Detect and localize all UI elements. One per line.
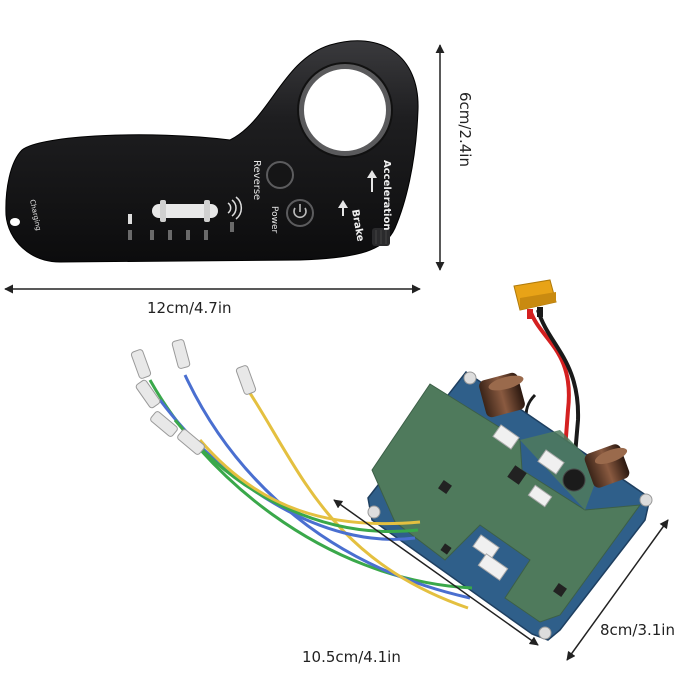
wire-terminal <box>177 429 205 455</box>
brake-arrow-icon <box>338 200 348 216</box>
mount-hole <box>463 371 477 385</box>
controller-board <box>367 279 653 641</box>
chip <box>438 480 452 494</box>
power-label: Power <box>269 206 279 234</box>
mount-hole <box>639 493 653 507</box>
wire-terminal <box>235 365 257 395</box>
reverse-button[interactable] <box>266 161 294 189</box>
wire-terminal <box>150 411 178 437</box>
battery-indicator-icon <box>128 214 234 240</box>
board-length-label: 10.5cm/4.1in <box>302 648 401 666</box>
board-width-label: 8cm/3.1in <box>600 621 675 639</box>
reverse-label: Reverse <box>251 160 262 200</box>
chip <box>507 465 527 485</box>
board-width-dimension: 8cm/3.1in <box>566 519 675 661</box>
wire-terminal <box>130 349 152 379</box>
thumb-hole <box>298 63 392 157</box>
remote-control: Charging Reverse Power Acceleration Brak… <box>5 40 419 263</box>
jst-connector <box>537 449 565 475</box>
wire-terminal <box>135 379 161 409</box>
remote-height-label: 6cm/2.4in <box>456 92 474 167</box>
skateboard-icon <box>152 200 218 222</box>
wire-terminal <box>171 339 191 369</box>
capacitor <box>584 444 630 488</box>
chip <box>553 583 567 597</box>
remote-width-label: 12cm/4.7in <box>147 299 232 317</box>
capacitor <box>479 372 525 418</box>
jst-connector <box>492 424 520 450</box>
remote-width-dimension: 12cm/4.7in <box>4 284 421 317</box>
mount-hole <box>538 626 552 640</box>
acceleration-label: Acceleration <box>381 160 392 230</box>
mount-hole <box>367 505 381 519</box>
xt60-connector <box>513 279 557 319</box>
buzzer <box>562 468 586 492</box>
lanyard-hole <box>10 218 20 226</box>
acceleration-arrow-icon <box>367 170 377 192</box>
power-button[interactable] <box>286 199 314 227</box>
wireless-signal-icon <box>227 196 243 220</box>
remote-height-dimension: 6cm/2.4in <box>435 44 474 271</box>
board-length-dimension: 10.5cm/4.1in <box>302 499 539 666</box>
power-icon <box>293 204 307 219</box>
